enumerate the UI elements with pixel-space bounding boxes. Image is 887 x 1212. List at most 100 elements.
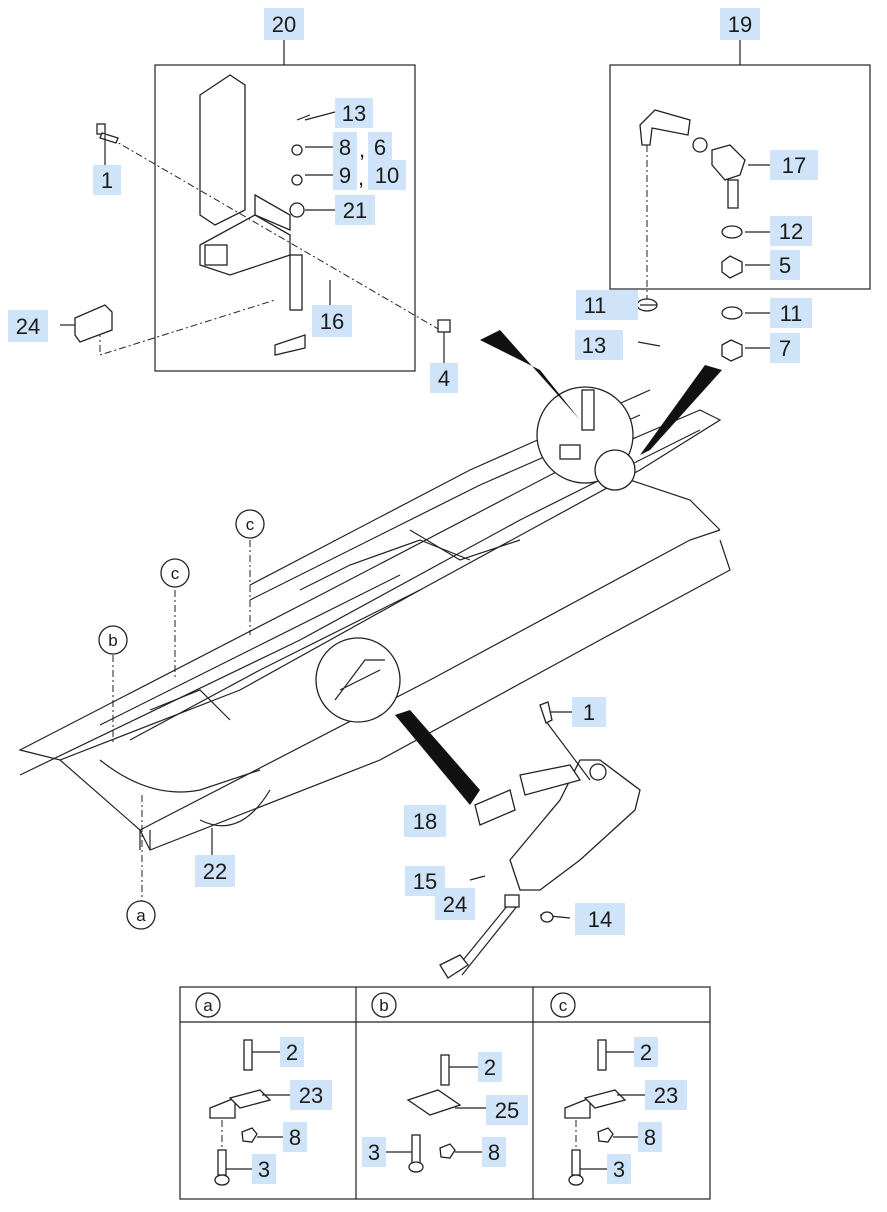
callouts: 20 19 1 13 8 , 6 9 , 10 21 24 16 4 17 12… [8,8,818,1184]
detail-c-parts [564,1039,627,1186]
table-header-b: b [371,992,397,1018]
callout-1-upper: 1 [93,165,121,195]
svg-text:3: 3 [258,1157,270,1182]
zoom-circle-lower [315,637,401,723]
svg-text:14: 14 [588,907,612,932]
svg-text:25: 25 [495,1098,519,1123]
callout-13-upper: 13 [335,98,373,128]
circle-letter-a: a [126,900,156,930]
box-19 [609,64,871,290]
svg-text:24: 24 [443,892,467,917]
svg-text:b: b [379,996,388,1015]
svg-text:23: 23 [299,1083,323,1108]
nut-4 [437,319,451,333]
detail-table [179,986,711,1200]
callout-c-8: 8 [638,1122,662,1152]
svg-text:23: 23 [654,1083,678,1108]
svg-text:18: 18 [413,809,437,834]
svg-text:2: 2 [640,1040,652,1065]
callout-1-lower: 1 [572,697,606,727]
svg-text:24: 24 [16,314,40,339]
svg-text:8: 8 [289,1125,301,1150]
callout-21: 21 [335,195,375,225]
callout-8-upper: 8 [333,132,357,162]
callout-24-upper: 24 [8,310,48,342]
detail-a-parts [209,1039,272,1186]
zoom-circle-upper [536,386,636,491]
callout-13-lower: 13 [575,330,623,360]
svg-text:c: c [559,996,568,1015]
svg-text:4: 4 [438,366,450,391]
svg-text:22: 22 [203,859,227,884]
callout-12: 12 [770,216,812,246]
svg-text:17: 17 [782,153,806,178]
callout-c-3: 3 [607,1154,631,1184]
svg-text:1: 1 [101,168,113,193]
callout-20: 20 [264,8,304,40]
callout-c-2: 2 [634,1037,658,1067]
svg-text:8: 8 [339,135,351,160]
svg-text:21: 21 [343,198,367,223]
svg-text:c: c [246,515,255,534]
svg-text:3: 3 [368,1140,380,1165]
svg-text:2: 2 [286,1040,298,1065]
pointer-arrow-1 [480,330,580,420]
leader-lines [60,111,770,855]
callout-24-lower: 24 [435,888,475,920]
svg-text:3: 3 [613,1157,625,1182]
pointer-arrow-3 [395,710,480,805]
callout-4: 4 [430,363,458,393]
callout-22: 22 [195,855,235,887]
callout-a-2: 2 [280,1037,304,1067]
svg-text:16: 16 [320,309,344,334]
callout-14: 14 [575,903,625,935]
bolt-1-upper [96,123,119,144]
callout-a-3: 3 [252,1154,276,1184]
lever-assembly [474,701,641,891]
svg-text:8: 8 [488,1140,500,1165]
svg-text:2: 2 [484,1055,496,1080]
svg-text:12: 12 [779,219,803,244]
callout-a-23: 23 [290,1080,332,1110]
svg-text:11: 11 [584,293,607,318]
callout-18: 18 [404,805,446,837]
callout-b-3: 3 [362,1137,386,1167]
callout-17: 17 [770,150,818,180]
clevis-24-upper [74,304,113,343]
table-header-c: c [550,992,576,1018]
circle-letter-c-right: c [235,509,265,539]
callout-7: 7 [770,333,800,363]
svg-text:1: 1 [583,700,595,725]
svg-text:c: c [171,564,180,583]
callout-19: 19 [720,8,760,40]
nut-7 [721,339,743,362]
comma-2: , [358,165,364,190]
callout-11-left: 11 [576,290,638,320]
comma-1: , [359,137,365,162]
svg-text:13: 13 [582,333,606,358]
chassis-frame [18,389,731,851]
svg-text:5: 5 [779,253,791,278]
ball-joint-assembly [639,109,746,279]
svg-text:a: a [136,906,146,925]
svg-text:7: 7 [779,336,791,361]
svg-text:20: 20 [272,12,296,37]
svg-text:19: 19 [728,12,752,37]
svg-text:b: b [108,631,117,650]
svg-text:11: 11 [780,301,803,326]
table-leaders [226,1051,645,1170]
callout-b-8: 8 [482,1137,506,1167]
cable-rod [439,894,520,979]
box-20 [154,64,416,372]
callout-11-right: 11 [770,298,812,328]
svg-text:13: 13 [342,101,366,126]
circle-letter-b: b [98,625,128,655]
callout-9: 9 [333,160,357,190]
detail-b-parts [406,1054,462,1173]
circle-letter-c-left: c [160,558,190,588]
washer-11-right [721,306,743,320]
svg-text:10: 10 [375,163,399,188]
callout-c-23: 23 [645,1080,687,1110]
callout-a-8: 8 [283,1122,307,1152]
